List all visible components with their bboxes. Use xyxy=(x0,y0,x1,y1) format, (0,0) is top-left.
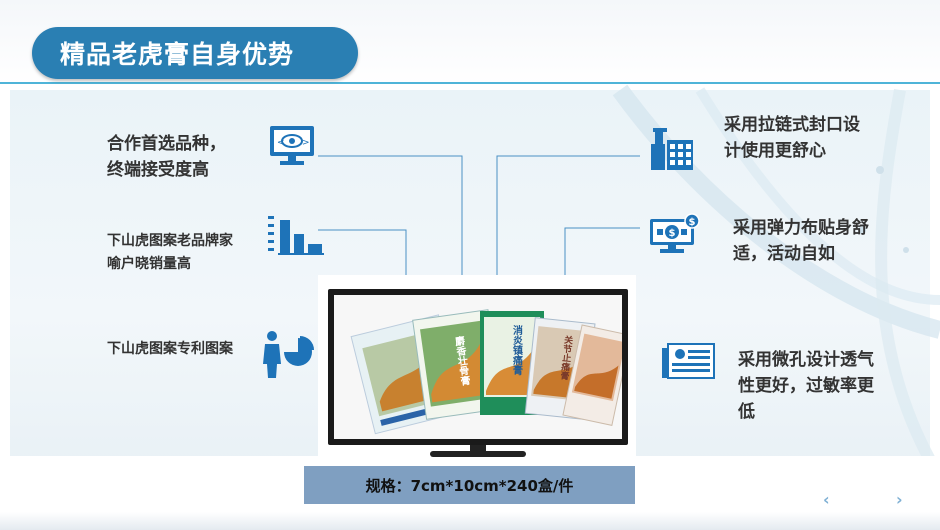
footer-shade xyxy=(0,512,940,530)
feature-text-micropore: 采用微孔设计透气性更好，过敏率更低 xyxy=(738,350,874,422)
page-title: 精品老虎膏自身优势 xyxy=(32,27,358,79)
prev-slide-arrow-icon[interactable]: ‹ xyxy=(823,490,830,509)
product-packs-illustration: 麝香壮骨膏 消炎镇痛膏 关节止痛膏 xyxy=(334,295,622,439)
svg-text:$: $ xyxy=(669,228,676,239)
document-stack-icon xyxy=(662,343,715,379)
feature-text-brand-recognition: 下山虎图案老品牌家喻户晓销量高 xyxy=(107,233,233,272)
tv-display: 麝香壮骨膏 消炎镇痛膏 关节止痛膏 xyxy=(318,275,636,465)
spec-label: 规格：7cm*10cm*240盒/件 xyxy=(304,466,635,504)
feature-text-elastic-cloth: 采用弹力布贴身舒适，活动自如 xyxy=(733,218,869,264)
header-divider xyxy=(0,82,940,84)
presenter-pie-chart-icon xyxy=(263,331,314,378)
feature-text-zipper-seal: 采用拉链式封口设计使用更舒心 xyxy=(724,115,860,161)
svg-text:>: > xyxy=(302,138,310,148)
factory-building-icon xyxy=(651,128,693,170)
svg-text:<: < xyxy=(277,138,285,148)
tv-stand-neck xyxy=(470,445,486,451)
product-image: 麝香壮骨膏 消炎镇痛膏 关节止痛膏 xyxy=(334,295,622,439)
tv-frame: 麝香壮骨膏 消炎镇痛膏 关节止痛膏 xyxy=(328,289,628,445)
bar-chart-icon xyxy=(268,216,324,255)
next-slide-arrow-icon[interactable]: › xyxy=(896,490,903,509)
tv-stand xyxy=(430,451,526,457)
svg-text:$: $ xyxy=(689,217,696,228)
feature-text-patent-pattern: 下山虎图案专利图案 xyxy=(107,341,233,357)
monitor-eye-icon: < > xyxy=(270,126,314,165)
monitor-dollar-icon: $ $ xyxy=(650,213,700,253)
feature-text-terminal-acceptance: 合作首选品种，终端接受度高 xyxy=(107,134,226,180)
pack-label-xiaoyan: 消炎镇痛膏 xyxy=(511,324,524,376)
